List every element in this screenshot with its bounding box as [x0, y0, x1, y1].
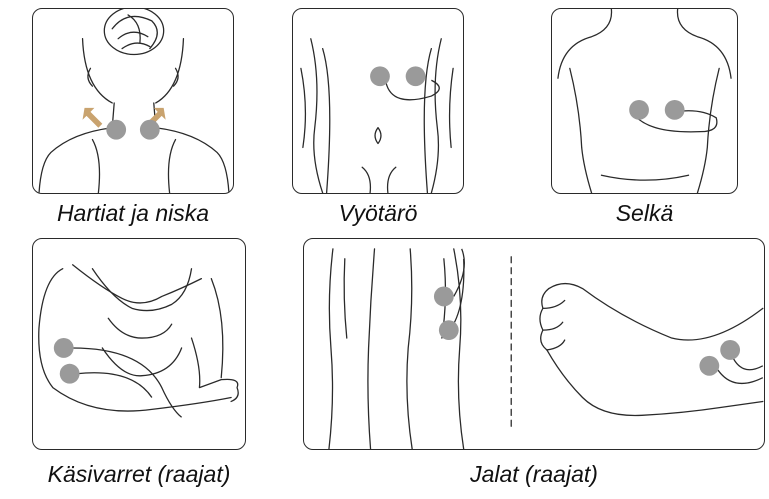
- back-illustration: [552, 9, 737, 193]
- electrode-pad: [629, 100, 649, 120]
- shoulders-neck-panel: [32, 8, 234, 194]
- electrode-pad: [720, 340, 740, 360]
- shoulders-neck-caption: Hartiat ja niska: [32, 200, 234, 227]
- electrode-pad: [665, 100, 685, 120]
- shoulders-neck-illustration: [33, 9, 233, 193]
- electrode-pad: [406, 66, 426, 86]
- electrode-pad: [434, 287, 454, 307]
- electrode-pad: [60, 364, 80, 384]
- arms-illustration: [33, 239, 245, 449]
- electrode-pad: [699, 356, 719, 376]
- arrow-left-icon: [83, 108, 103, 128]
- waist-illustration: [293, 9, 463, 193]
- legs-panel: [303, 238, 765, 450]
- arms-caption: Käsivarret (raajat): [24, 461, 254, 488]
- back-panel: [551, 8, 738, 194]
- waist-panel: [292, 8, 464, 194]
- electrode-pad: [439, 320, 459, 340]
- legs-caption: Jalat (raajat): [303, 461, 765, 488]
- electrode-pad: [54, 338, 74, 358]
- arms-panel: [32, 238, 246, 450]
- electrode-pad: [370, 66, 390, 86]
- electrode-pad: [106, 120, 126, 140]
- legs-illustration: [304, 239, 764, 449]
- electrode-pad: [140, 120, 160, 140]
- back-caption: Selkä: [551, 200, 738, 227]
- waist-caption: Vyötärö: [292, 200, 464, 227]
